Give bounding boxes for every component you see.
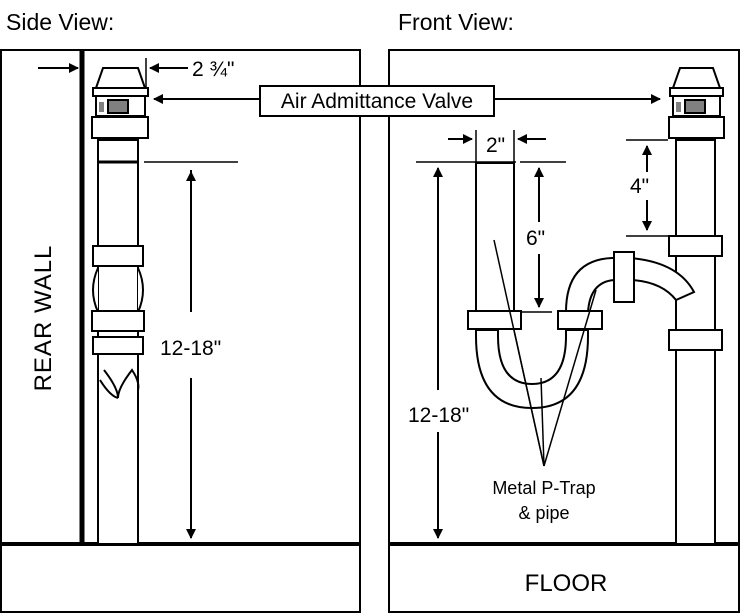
air-admittance-valve-label: Air Admittance Valve <box>281 90 473 113</box>
p-trap <box>467 162 603 410</box>
trap-arm <box>564 251 696 313</box>
depth-label: 6" <box>526 227 545 250</box>
callout-box <box>259 85 495 117</box>
side-air-admittance-valve <box>91 67 149 139</box>
front-air-admittance-valve <box>668 67 725 139</box>
pipe-width-label: 2" <box>486 134 505 157</box>
valve-height-label: 4" <box>630 175 649 198</box>
front-view-panel: FLOOR <box>388 49 740 613</box>
offset-dimension-label: 2 ¾" <box>192 58 234 81</box>
side-view-title: Side View: <box>6 9 114 35</box>
trap-label-leaders <box>493 239 597 467</box>
floor-label: FLOOR <box>525 570 608 597</box>
side-height-label: 12-18" <box>160 337 221 360</box>
trap-label-line2: & pipe <box>518 503 569 523</box>
rear-wall-label: REAR WALL <box>30 245 57 392</box>
trap-label-line1: Metal P-Trap <box>492 478 595 498</box>
side-view-panel: REAR WALL 2 ¾" <box>0 49 361 613</box>
front-view-title: Front View: <box>398 9 514 35</box>
front-height-label: 12-18" <box>408 404 469 427</box>
air-admittance-valve-callout: Air Admittance Valve <box>153 85 661 117</box>
side-vent-pipe <box>91 139 145 545</box>
front-vent-stack <box>668 139 723 545</box>
